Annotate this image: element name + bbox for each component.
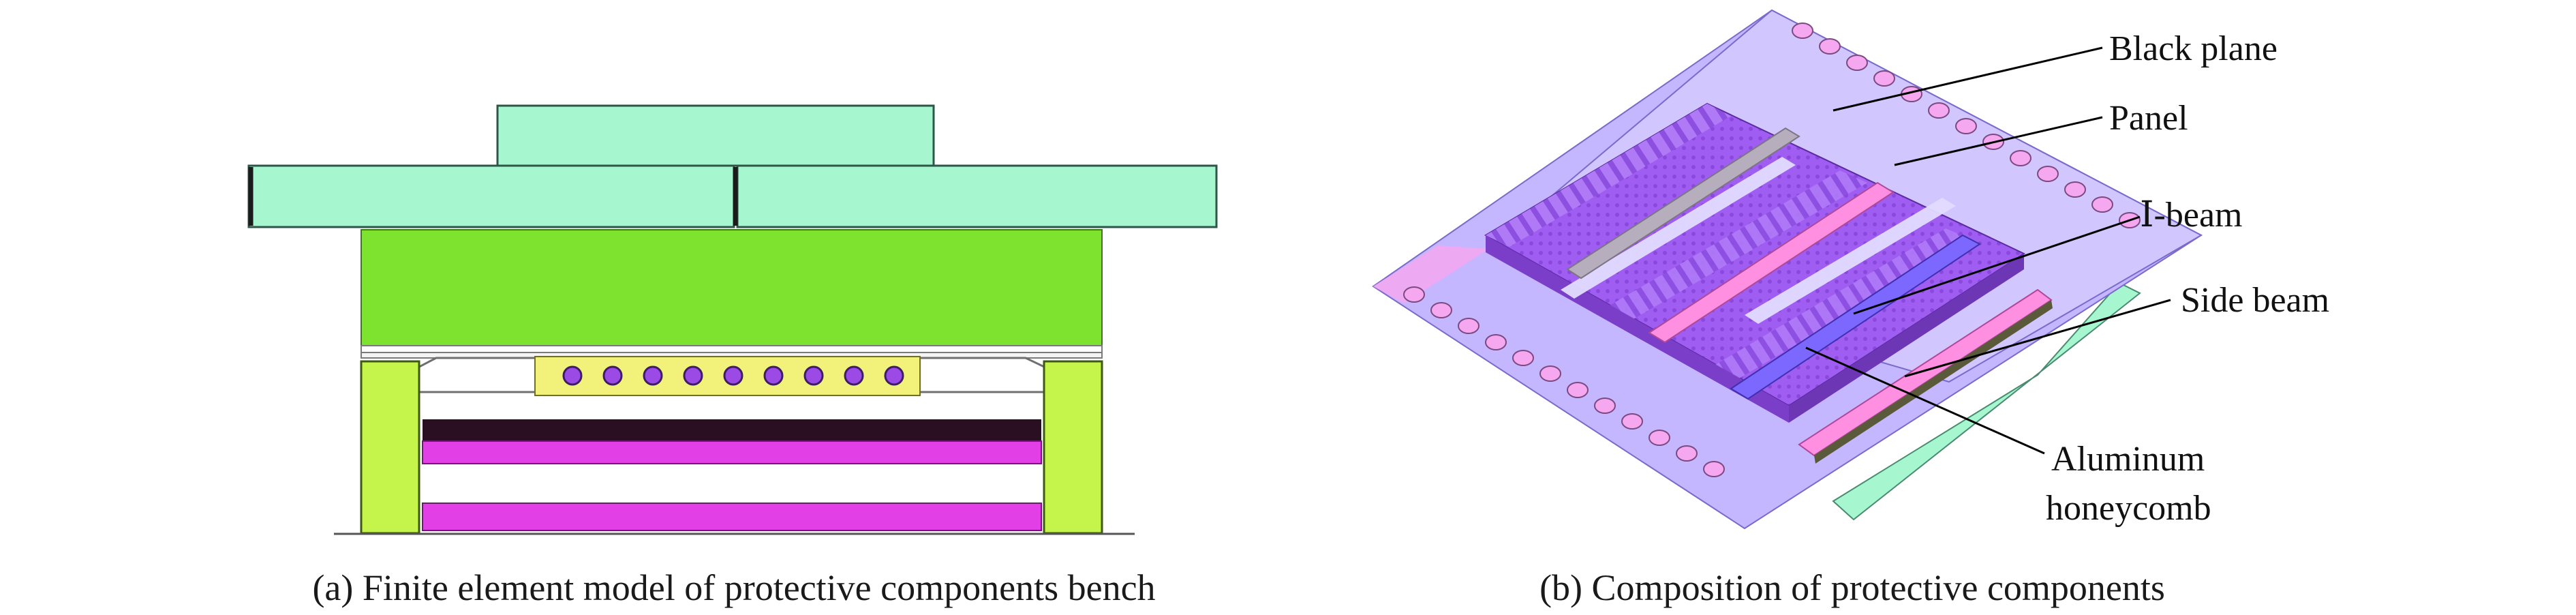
label-black-plane: Black plane xyxy=(2109,29,2278,68)
right-lime-post xyxy=(1043,360,1103,535)
grey-beam xyxy=(1566,127,1800,280)
leader-black-plane xyxy=(1833,46,2103,112)
callout-lines xyxy=(1805,46,2171,455)
leader-side-beam xyxy=(1904,299,2171,378)
edge-holes-bottom xyxy=(1403,286,1725,477)
label-i-beam: Ⅰ-beam xyxy=(2140,196,2242,235)
honeycomb-ridges xyxy=(1486,104,1731,247)
mint-underside xyxy=(1832,282,2141,521)
caption-left: (a) Finite element model of protective c… xyxy=(312,567,1155,608)
light-strip-2 xyxy=(1745,198,1956,324)
i-beam-blue xyxy=(1730,234,1981,400)
green-block xyxy=(361,229,1103,346)
right-mint-plate xyxy=(736,164,1218,228)
bench-model xyxy=(247,104,1218,535)
leader-panel xyxy=(1894,116,2103,166)
callout-labels: Black plane Panel Ⅰ-beam Side beam Alumi… xyxy=(2046,29,2329,528)
left-mint-plate xyxy=(247,164,735,228)
pink-beam-1 xyxy=(1648,181,1895,344)
label-aluminum: Aluminum xyxy=(2051,440,2205,479)
lower-magenta-bar xyxy=(422,502,1042,531)
caption-right: (b) Composition of protective components xyxy=(1539,567,2165,608)
leader-i-beam xyxy=(1853,215,2141,315)
upper-magenta-bar xyxy=(422,440,1042,464)
left-lime-post xyxy=(360,360,420,535)
label-panel: Panel xyxy=(2109,99,2188,138)
leader-aluminum xyxy=(1805,346,2045,455)
label-side-beam: Side beam xyxy=(2181,281,2329,320)
pink-edge-strip xyxy=(1373,245,1489,303)
components-model xyxy=(1372,9,2203,530)
light-strip-1 xyxy=(1561,157,1796,299)
label-honeycomb: honeycomb xyxy=(2046,489,2211,528)
dark-bar xyxy=(423,419,1041,441)
top-mint-plate xyxy=(496,104,935,167)
perforation-holes xyxy=(562,365,904,386)
